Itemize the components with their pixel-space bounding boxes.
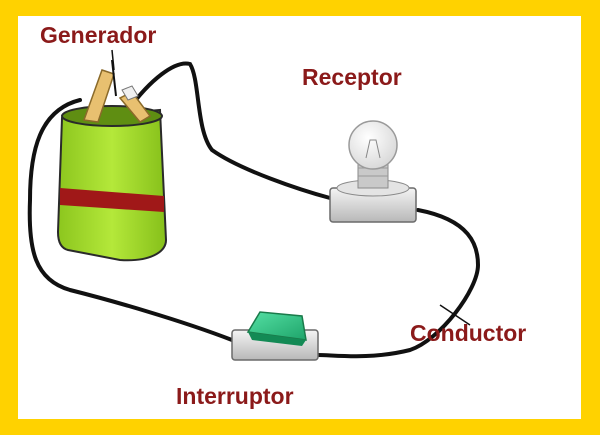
switch-label: Interruptor [176, 383, 294, 409]
generator-label: Generador [40, 22, 157, 48]
rocker-switch-icon [231, 311, 319, 361]
conductor-label: Conductor [410, 320, 527, 346]
receiver-label: Receptor [302, 64, 402, 90]
generator-leader [111, 49, 115, 71]
conductor-wire [27, 61, 481, 359]
conductor-leader [439, 304, 471, 326]
battery-icon [56, 59, 168, 262]
light-bulb-icon [329, 120, 417, 223]
